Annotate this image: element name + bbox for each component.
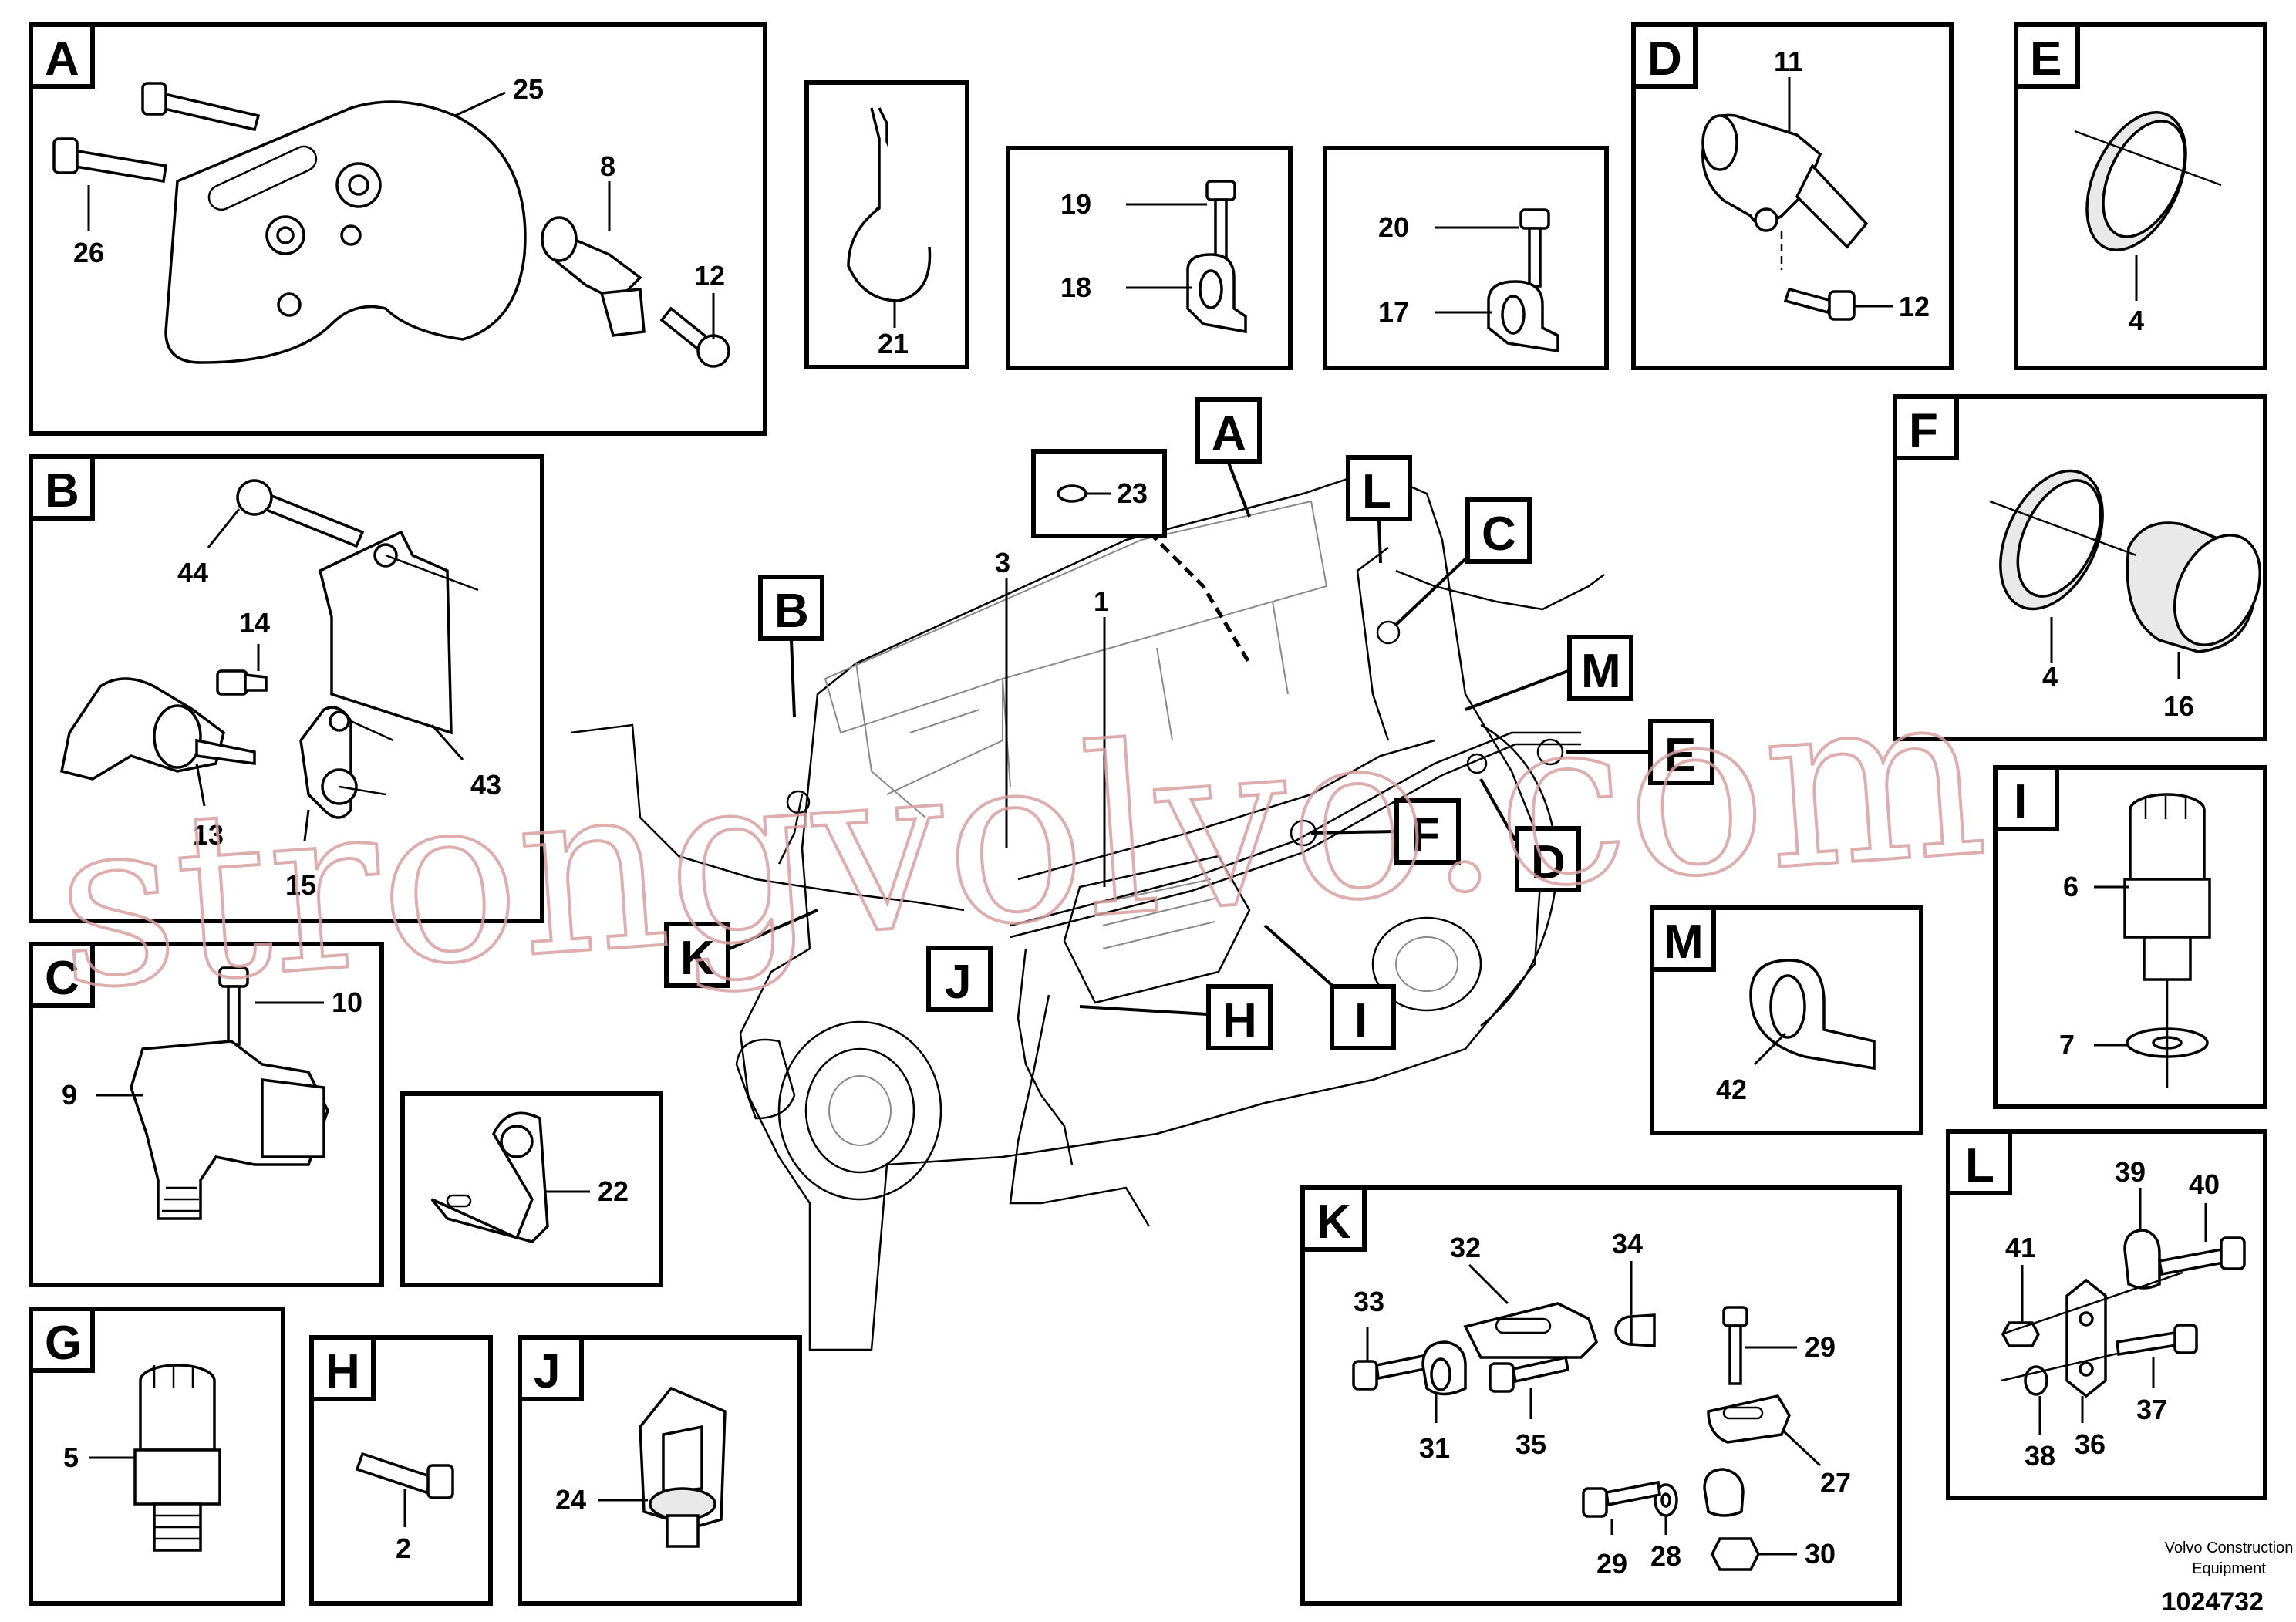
part-label-19: 19 — [1060, 188, 1091, 220]
part-label-29-top: 29 — [1805, 1331, 1836, 1363]
footer-brand-line1: Volvo Construction — [2165, 1539, 2294, 1556]
part-label-40: 40 — [2189, 1168, 2220, 1200]
part-label-13: 13 — [193, 819, 224, 851]
panel-d: D 11 12 — [1631, 22, 1954, 370]
panel-c: C 10 9 — [29, 942, 384, 1287]
panel-l: L 39 40 41 37 38 36 — [1946, 1129, 2267, 1500]
part-label-37: 37 — [2136, 1394, 2167, 1425]
panel-bracket-22: 22 — [400, 1091, 663, 1287]
part-label-4-f: 4 — [2042, 661, 2058, 693]
part-label-32: 32 — [1450, 1232, 1481, 1263]
part-label-33: 33 — [1354, 1286, 1384, 1317]
callout-c-letter: C — [1482, 508, 1516, 561]
part-label-11: 11 — [1774, 46, 1803, 77]
callout-m-letter: M — [1581, 645, 1621, 698]
part-label-41: 41 — [2005, 1232, 2036, 1263]
panel-g: G 5 — [29, 1307, 285, 1606]
part-label-35: 35 — [1515, 1428, 1546, 1460]
part-label-20: 20 — [1378, 211, 1409, 243]
callout-f-letter: F — [1411, 808, 1440, 862]
part-label-1: 1 — [1094, 585, 1109, 617]
callout-l-letter: L — [1362, 465, 1391, 518]
part-label-26: 26 — [73, 237, 104, 268]
part-label-27: 27 — [1820, 1467, 1851, 1499]
panel-j-letter: J — [534, 1345, 560, 1398]
part-label-3: 3 — [995, 547, 1010, 578]
drawing-number: 1024732 — [2162, 1587, 2264, 1617]
callout-e-letter: E — [1664, 729, 1696, 782]
part-label-36: 36 — [2075, 1428, 2106, 1460]
part-label-12: 12 — [694, 260, 725, 292]
part-label-21: 21 — [878, 328, 909, 359]
part-label-30: 30 — [1805, 1538, 1836, 1570]
panel-a-letter: A — [45, 32, 79, 86]
footer-brand-line2: Equipment — [2192, 1560, 2266, 1577]
panel-clip-19-18: 19 18 — [1006, 146, 1293, 370]
panel-a: A 25 26 8 12 — [29, 22, 767, 436]
panel-tie-21: 21 — [804, 80, 969, 369]
part-label-43: 43 — [470, 769, 501, 801]
panel-e-letter: E — [2030, 32, 2062, 86]
part-label-14: 14 — [239, 607, 270, 639]
part-label-22: 22 — [598, 1175, 629, 1207]
part-label-12-d: 12 — [1899, 291, 1930, 322]
panel-l-letter: L — [1965, 1139, 1994, 1192]
part-label-18: 18 — [1060, 271, 1091, 303]
callout-i-letter: I — [1354, 994, 1367, 1047]
callout-b-letter: B — [774, 585, 809, 638]
panel-b-letter: B — [45, 464, 79, 518]
part-label-5: 5 — [63, 1442, 79, 1473]
part-label-7: 7 — [2059, 1029, 2075, 1061]
part-label-42: 42 — [1716, 1074, 1747, 1105]
panel-i-letter: I — [2014, 775, 2027, 828]
panel-h: H 2 — [309, 1335, 493, 1606]
part-label-24: 24 — [555, 1484, 586, 1516]
part-label-25: 25 — [513, 73, 544, 105]
panel-e: E 4 — [2014, 22, 2267, 370]
callout-k-letter: K — [680, 932, 715, 985]
panel-b: B 44 14 13 15 43 — [29, 454, 544, 923]
panel-clip-20-17: 20 17 — [1323, 146, 1609, 370]
part-label-2: 2 — [396, 1533, 411, 1564]
callout-d-letter: D — [1531, 836, 1566, 889]
panel-f: F 4 16 — [1893, 394, 2267, 741]
panel-c-letter: C — [45, 952, 79, 1005]
callout-j-letter: J — [945, 956, 971, 1009]
part-label-23: 23 — [1117, 477, 1148, 509]
panel-j: J 24 — [518, 1335, 802, 1606]
part-label-4-e: 4 — [2129, 305, 2144, 336]
panel-g-letter: G — [45, 1317, 82, 1370]
panel-h-letter: H — [325, 1345, 360, 1398]
part-label-39: 39 — [2115, 1156, 2146, 1188]
part-label-31: 31 — [1419, 1432, 1450, 1464]
part-label-8: 8 — [600, 150, 615, 182]
part-label-17: 17 — [1378, 296, 1409, 328]
part-label-28: 28 — [1650, 1540, 1681, 1572]
footer: Volvo Construction Equipment 1024732 — [2162, 1539, 2294, 1617]
part-label-44: 44 — [177, 557, 208, 588]
panel-i: I 6 7 — [1993, 765, 2267, 1109]
panel-k: K 32 34 33 31 35 — [1300, 1185, 1902, 1606]
part-label-10: 10 — [332, 986, 362, 1018]
part-label-38: 38 — [2025, 1440, 2055, 1472]
part-label-29-bottom: 29 — [1596, 1548, 1627, 1580]
part-label-15: 15 — [285, 869, 316, 901]
panel-f-letter: F — [1909, 404, 1938, 457]
part-label-9: 9 — [62, 1079, 77, 1111]
part-label-6: 6 — [2063, 871, 2079, 902]
callout-a-letter: A — [1212, 407, 1246, 460]
part-label-16: 16 — [2163, 690, 2194, 722]
part-label-34: 34 — [1612, 1228, 1643, 1259]
callout-h-letter: H — [1222, 994, 1257, 1047]
panel-m-letter: M — [1664, 916, 1704, 969]
panel-d-letter: D — [1647, 32, 1682, 86]
engine-main-view: 23 3 1 A B C D E F H I — [570, 397, 1714, 1351]
panel-m: M 42 — [1650, 905, 1923, 1135]
panel-k-letter: K — [1317, 1195, 1351, 1249]
